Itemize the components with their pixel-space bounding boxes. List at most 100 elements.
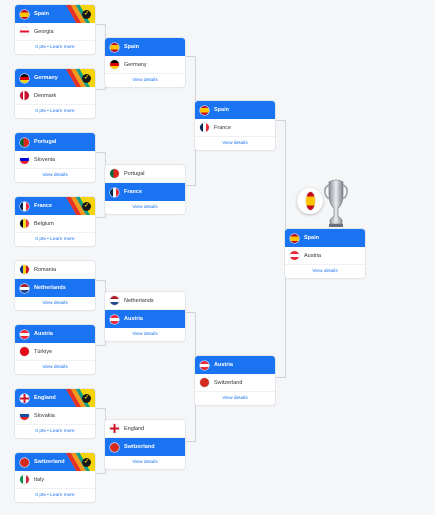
match-card[interactable]: England✓Slovakia 0 pts • Learn more [15,389,95,438]
learn-more-link[interactable]: 0 pts • Learn more [35,429,75,434]
es-flag-icon [200,105,209,115]
view-details-link[interactable]: View details [222,396,248,401]
team-name: Austria [34,331,53,337]
team-name: Georgia [34,28,54,35]
team-row[interactable]: Germany [105,56,185,74]
view-details-link[interactable]: View details [132,205,158,210]
team-row[interactable]: Netherlands [105,292,185,310]
team-row[interactable]: France ✓ [15,197,95,215]
es-flag-icon [110,42,119,52]
learn-more-link[interactable]: 0 pts • Learn more [35,493,75,498]
ch-flag-icon [110,442,119,452]
team-name: Austria [304,252,322,259]
view-details-link[interactable]: View details [132,78,158,83]
at-flag-icon [290,251,299,260]
view-details-link[interactable]: View details [132,460,158,465]
team-row[interactable]: Georgia [15,23,95,41]
team-name: Italy [34,476,45,483]
gb-eng-flag-icon [110,424,119,433]
team-row[interactable]: Spain [195,101,275,119]
learn-more-link[interactable]: 0 pts • Learn more [35,237,75,242]
team-name: Spain [304,235,319,241]
match-card[interactable]: Spain✓ Georgia 0 pts • Learn more [15,5,95,54]
view-details-link[interactable]: View details [222,141,248,146]
learn-more-link[interactable]: 0 pts • Learn more [35,45,75,50]
team-row[interactable]: France [105,183,185,201]
de-flag-icon [110,60,119,69]
team-name: Slovenia [34,156,56,163]
it-flag-icon [20,475,29,484]
team-row[interactable]: Spain [105,38,185,56]
ch-flag-icon [20,457,29,467]
team-row[interactable]: Slovenia [15,151,95,169]
check-icon: ✓ [82,201,91,211]
team-row[interactable]: Belgium [15,215,95,233]
team-row[interactable]: England [105,420,185,438]
view-details-link[interactable]: View details [312,269,338,274]
team-row[interactable]: Switzerland [105,438,185,456]
es-flag-icon [290,233,299,243]
view-details-link[interactable]: View details [42,301,68,306]
team-row[interactable]: Portugal [15,133,95,151]
team-name: France [214,124,232,131]
team-name: Netherlands [124,297,154,304]
team-row[interactable]: Denmark [15,87,95,105]
team-row[interactable]: Italy [15,471,95,489]
learn-more-link[interactable]: 0 pts • Learn more [35,109,75,114]
team-row[interactable]: Spain✓ [15,5,95,23]
team-name: Türkiye [34,348,53,355]
team-row[interactable]: Switzerland [195,374,275,392]
view-details-link[interactable]: View details [42,173,68,178]
team-name: Denmark [34,92,57,99]
team-name: Switzerland [124,444,155,450]
tr-flag-icon [20,347,29,356]
team-row[interactable]: Germany✓ [15,69,95,87]
team-name: Austria [214,362,233,368]
view-details-link[interactable]: View details [42,365,68,370]
team-row[interactable]: Romania [15,261,95,279]
fr-flag-icon [20,201,29,211]
team-name: France [34,203,53,209]
team-row[interactable]: Austria [15,325,95,343]
team-row[interactable]: England✓ [15,389,95,407]
at-flag-icon [200,360,209,370]
team-row[interactable]: Austria [285,247,365,265]
check-icon: ✓ [82,9,91,19]
at-flag-icon [110,314,119,324]
team-name: Portugal [124,170,145,177]
team-row[interactable]: Austria [195,356,275,374]
check-icon: ✓ [82,393,91,403]
match-card[interactable]: Switzerland✓ Italy 0 pts • Learn more [15,453,95,502]
team-name: Spain [214,107,229,113]
team-row[interactable]: Slovakia [15,407,95,425]
team-row[interactable]: France [195,119,275,137]
ro-flag-icon [20,265,29,274]
match-card[interactable]: France ✓ Belgium 0 pts • Learn more [15,197,95,246]
check-icon: ✓ [82,457,91,467]
match-card[interactable]: Germany✓ Denmark 0 pts • Learn more [15,69,95,118]
team-name: Germany [124,61,147,68]
fr-flag-icon [200,123,209,132]
pt-flag-icon [20,137,29,147]
team-name: Portugal [34,139,57,145]
team-row[interactable]: Netherlands [15,279,95,297]
team-name: Switzerland [214,379,243,386]
team-row[interactable]: Spain [285,229,365,247]
team-row[interactable]: Türkiye [15,343,95,361]
team-row[interactable]: Austria [105,310,185,328]
team-row[interactable]: Switzerland✓ [15,453,95,471]
si-flag-icon [20,155,29,164]
nl-flag-icon [110,296,119,305]
team-row[interactable]: Portugal [105,165,185,183]
view-details-link[interactable]: View details [132,332,158,337]
